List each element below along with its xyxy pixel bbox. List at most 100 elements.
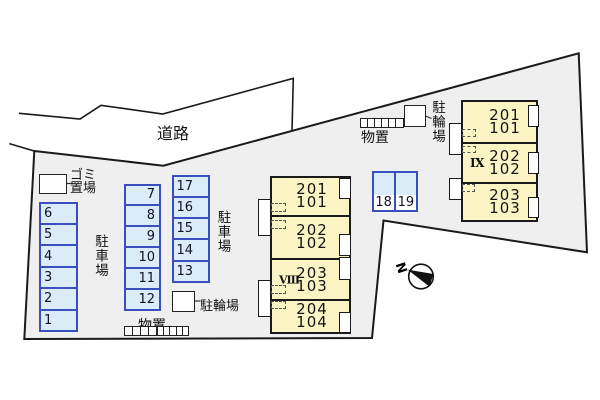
building-viii-notch-3	[339, 256, 351, 280]
parking-space-18: 18	[373, 172, 394, 210]
building-viii-entry-dash-2	[271, 220, 286, 229]
room-number-lower: 104	[296, 313, 328, 332]
road-label: 道路	[157, 124, 190, 143]
building-ix-unit-202-102: IX 202 102	[463, 142, 536, 182]
building-ix-entry-dash-3	[461, 184, 475, 192]
parking-space-8: 8	[125, 204, 159, 226]
parking-space-number: 17	[176, 178, 194, 194]
storage-top-squares	[359, 117, 404, 128]
room-numbers: 204 104	[286, 300, 338, 332]
room-numbers: 203 103	[479, 185, 531, 217]
parking-space-13: 13	[173, 259, 208, 281]
building-ix-entry-dash-2	[461, 145, 476, 153]
building-viii-entry-dash-4	[271, 300, 286, 309]
room-number-lower: 103	[296, 276, 328, 295]
building-viii-entry-dash-3	[271, 285, 286, 294]
bicycle-parking-bottom-box	[172, 290, 195, 312]
parking-space-11: 11	[125, 267, 159, 289]
building-viii-notch-4	[339, 311, 351, 333]
compass-needle	[407, 269, 434, 287]
parking-space-number: 5	[44, 227, 53, 243]
building-ix-numeral: IX	[470, 156, 484, 170]
parking-space-number: 8	[146, 208, 155, 224]
parking-space-2: 2	[41, 287, 76, 309]
parking-space-17: 17	[173, 176, 208, 196]
parking-space-number: 7	[146, 187, 155, 203]
building-viii-unit-204-104: 204 104	[272, 299, 349, 332]
building-ix: 201 101 IX 202 102 203 103	[461, 100, 538, 222]
parking-space-area	[373, 172, 394, 195]
parking-space-number: 2	[44, 291, 53, 307]
garbage-box	[39, 174, 67, 194]
building-ix-notch-1	[528, 105, 539, 127]
building-ix-unit-203-103: 203 103	[463, 182, 536, 220]
building-viii-numeral: VIII	[279, 273, 300, 286]
parking-space-number: 4	[44, 248, 53, 264]
parking-space-number: 3	[44, 269, 53, 285]
parking-space-14: 14	[173, 238, 208, 260]
room-number-upper: 204	[296, 300, 328, 319]
road-north-edge	[18, 77, 295, 132]
room-numbers: 203 103	[286, 263, 338, 295]
parking-space-12: 12	[125, 288, 159, 310]
parking-column-left: 6 5 4 3 2 1	[39, 201, 78, 332]
room-number-lower: 102	[296, 234, 328, 253]
building-ix-notch-2	[528, 151, 539, 174]
compass-north-label: N	[392, 261, 410, 276]
parking-pair-18-19: 18 19	[371, 170, 418, 212]
room-number-upper: 203	[489, 185, 521, 204]
parking-space-number: 15	[176, 221, 194, 237]
building-viii: 201 101 202 102 VIII 203 103 204 104	[270, 176, 351, 334]
parking-space-number: 14	[176, 242, 194, 258]
building-viii-unit-203-103: VIII 203 103	[272, 258, 349, 299]
parking-space-1: 1	[41, 308, 76, 331]
room-number-upper: 202	[296, 221, 328, 240]
building-ix-notch-3	[528, 196, 539, 218]
parking-space-area	[395, 172, 416, 195]
room-number-lower: 103	[489, 198, 521, 217]
parking-space-5: 5	[41, 222, 76, 245]
building-ix-entry-dash-1	[461, 129, 476, 137]
room-number-upper: 201	[296, 180, 328, 199]
room-numbers: 201 101	[479, 106, 531, 137]
storage-top-label: 物置	[361, 130, 389, 146]
parking-space-number: 1	[44, 312, 53, 328]
parking-space-number: 16	[176, 199, 194, 215]
parking-space-9: 9	[125, 225, 159, 247]
storage-square	[181, 326, 189, 336]
garbage-label: ゴミ置場	[70, 168, 97, 196]
room-number-lower: 102	[489, 160, 521, 178]
parking-column-middle: 7 8 9 10 11 12	[123, 183, 161, 311]
storage-square	[395, 117, 404, 128]
parking-space-16: 16	[173, 195, 208, 218]
room-number-upper: 201	[489, 106, 521, 124]
parking-space-6: 6	[41, 203, 76, 223]
parking-column-right: 17 16 15 14 13	[171, 174, 210, 283]
building-viii-notch-2	[339, 233, 351, 256]
room-numbers: 201 101	[286, 180, 338, 210]
parking-space-19: 19	[393, 172, 416, 210]
parking-space-7: 7	[125, 185, 159, 205]
parking-label-left: 駐車場	[92, 234, 108, 278]
parking-space-number: 11	[138, 271, 155, 287]
room-numbers: 202 102	[286, 221, 338, 253]
parking-space-number: 18	[373, 194, 394, 210]
storage-bottom-squares-right	[157, 326, 189, 336]
parking-space-number: 9	[146, 229, 155, 245]
road-south-edge-stub	[9, 142, 35, 152]
storage-square	[147, 326, 157, 336]
building-viii-unit-202-102: 202 102	[272, 214, 349, 259]
building-viii-entry-dash-1	[271, 203, 286, 212]
parking-space-number: 19	[395, 194, 416, 210]
storage-bottom-squares-left	[123, 326, 157, 336]
parking-space-10: 10	[125, 246, 159, 268]
parking-space-number: 12	[138, 292, 155, 308]
parking-space-number: 10	[138, 250, 155, 266]
room-number-lower: 101	[489, 119, 521, 137]
parking-label-right: 駐車場	[214, 210, 231, 254]
building-ix-unit-201-101: 201 101	[463, 102, 536, 142]
room-numbers: 202 102	[479, 149, 531, 178]
room-number-upper: 203	[296, 263, 328, 282]
north-compass: N	[392, 261, 435, 290]
